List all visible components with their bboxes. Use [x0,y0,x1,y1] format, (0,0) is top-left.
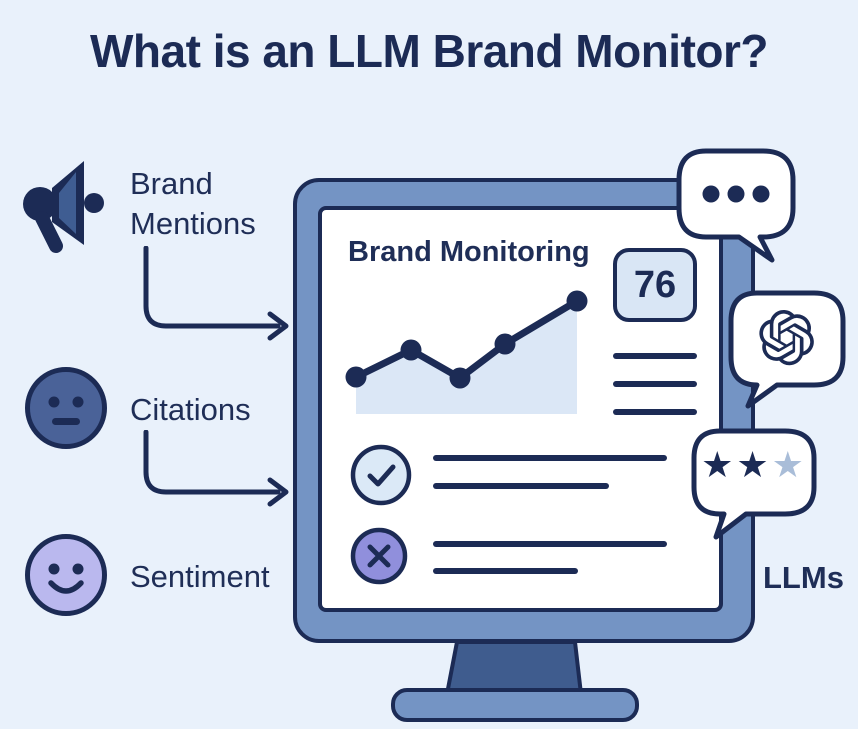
text-line [433,483,609,489]
smiley-face-icon [25,534,107,616]
screen-title: Brand Monitoring [348,236,590,268]
megaphone-icon [23,161,104,253]
openai-logo-icon [759,310,814,366]
text-line [613,353,697,359]
typing-bubble [676,148,796,263]
label-citations: Citations [130,392,251,427]
openai-bubble [728,290,846,409]
star-icon: ★ [701,444,737,485]
rating-bubble [691,428,817,540]
neutral-face-icon [25,367,107,449]
text-line [613,409,697,415]
label-brand-mentions: Brand Mentions [130,166,256,242]
arrow-citations-icon [143,430,289,507]
text-line [433,455,667,461]
monitor-screen: Brand Monitoring 76 [318,206,723,612]
label-llms: LLMs [763,560,844,595]
score-value: 76 [633,263,677,306]
check-circle-icon [350,444,412,506]
text-line [613,381,697,387]
trend-line-chart [345,290,588,414]
score-badge: 76 [613,248,697,322]
star-icon: ★ [736,444,772,485]
text-line [433,541,667,547]
page-title: What is an LLM Brand Monitor? [90,25,769,77]
label-sentiment: Sentiment [130,559,270,594]
star-rating-icon: ★★★ [700,447,808,483]
monitor-stand [391,640,639,722]
star-icon: ★ [771,444,807,485]
ellipsis-icon [702,185,770,203]
cross-circle-icon [350,527,408,585]
text-line [433,568,578,574]
arrow-brand-mentions-icon [143,246,289,341]
